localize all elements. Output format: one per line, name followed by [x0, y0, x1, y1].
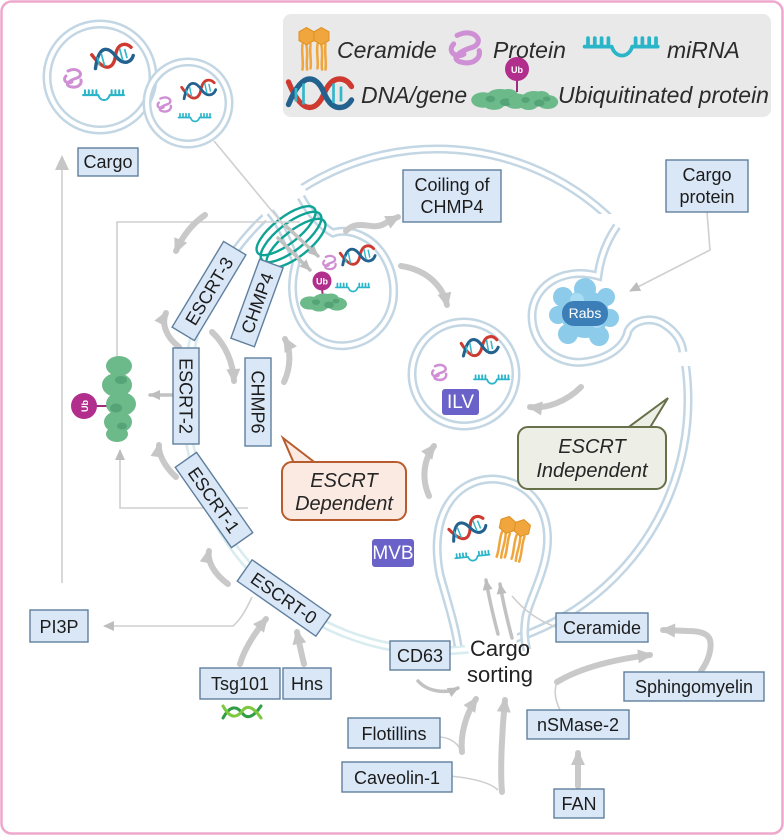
- line-caveolin: [449, 775, 499, 791]
- ilv-badge: [442, 389, 479, 415]
- svg-text:Cargo: Cargo: [470, 636, 530, 661]
- svg-text:Cargo: Cargo: [682, 165, 731, 185]
- cargo-sorting-text: Cargo sorting: [467, 636, 533, 687]
- svg-text:Flotillins: Flotillins: [361, 724, 426, 744]
- svg-text:CHMP4: CHMP4: [420, 197, 483, 217]
- line-vesicle-to-neck: [213, 140, 287, 229]
- bubble-escrt-independent: ESCRT Independent: [517, 397, 669, 490]
- ubiquitinated-protein-icon: Ub: [471, 57, 559, 110]
- label-ceramide: Ceramide: [555, 612, 649, 643]
- budding-vesicle-escrt: [266, 194, 399, 351]
- arrow-into-bud-1: [284, 224, 320, 258]
- rabs-label: Rabs: [569, 305, 602, 321]
- mvb-badge: MVB: [372, 539, 414, 567]
- svg-text:Coiling of: Coiling of: [414, 175, 490, 195]
- label-flotillins: Flotillins: [347, 717, 441, 749]
- arrow-bud-to-ilv: [398, 263, 452, 308]
- svg-text:ESCRT-2: ESCRT-2: [176, 358, 196, 434]
- arrow-sorting-into-bud-1: [482, 578, 500, 636]
- mvb-badge-label: MVB: [372, 543, 413, 564]
- arrow-to-coiling-label: [343, 214, 401, 234]
- arrow-escrt1-to-escrt2: [150, 442, 179, 480]
- rabs-protein: Rabs: [549, 278, 619, 346]
- svg-text:CHMP6: CHMP6: [248, 370, 268, 433]
- label-sphingomyelin: Sphingomyelin: [623, 671, 765, 702]
- ub-circle: [71, 393, 97, 419]
- ub-tag: Ub: [511, 65, 523, 75]
- svg-text:Caveolin-1: Caveolin-1: [354, 768, 440, 788]
- svg-text:ESCRT: ESCRT: [558, 436, 627, 458]
- arrow-flotillins-up: [458, 696, 479, 755]
- arrow-membrane-to-escrt3: [173, 212, 208, 254]
- svg-text:Tsg101: Tsg101: [211, 674, 269, 694]
- svg-text:Dependent: Dependent: [295, 493, 394, 515]
- invagination-rabs: [527, 223, 688, 367]
- tsg101-gene-icon: [221, 704, 263, 720]
- label-tsg101: Tsg101: [199, 667, 281, 700]
- bud-contents: Ub: [300, 243, 378, 312]
- arrow-sorting-into-bud-2: [496, 582, 514, 640]
- legend: Ceramide Protein miRNA DNA/gene Ub Ubiqu…: [283, 14, 771, 117]
- arrow-chmp4-to-chmp6: [209, 329, 241, 384]
- svg-text:sorting: sorting: [467, 662, 533, 687]
- rabs-badge: [562, 301, 608, 326]
- arrow-bottombud-to-ilv: [421, 443, 437, 499]
- svg-text:protein: protein: [679, 187, 734, 207]
- label-coiling-of-chmp4: Coiling of CHMP4: [402, 169, 502, 223]
- ub-tag: Ub: [316, 277, 328, 287]
- svg-text:Hns: Hns: [291, 674, 323, 694]
- bubble-escrt-dependent: ESCRT Dependent: [280, 434, 407, 521]
- arrow-cargoprotein-to-rabs: [629, 211, 711, 292]
- svg-text:PI3P: PI3P: [39, 617, 78, 637]
- arrow-hns-to-escrt0: [292, 629, 307, 667]
- legend-label-mirna: miRNA: [667, 37, 740, 63]
- label-fan: FAN: [553, 788, 605, 819]
- ilv-vesicle: ILV: [407, 317, 521, 431]
- ubiquitinated-protein: Ub: [71, 356, 136, 442]
- ilv-badge-label: ILV: [447, 392, 474, 413]
- label-cd63: CD63: [389, 640, 451, 671]
- label-hns: Hns: [282, 667, 332, 700]
- label-pi3p: PI3P: [29, 609, 89, 643]
- legend-label-ubprotein: Ubiquitinated protein: [558, 82, 769, 108]
- arrow-caveolin-up: [496, 697, 511, 795]
- svg-text:Cargo: Cargo: [83, 152, 132, 172]
- arrow-escrt2-to-escrt3: [154, 310, 182, 350]
- svg-text:CD63: CD63: [397, 646, 443, 666]
- arrow-cd63-to-sorting: [416, 679, 460, 697]
- arrow-escrt0-to-escrt1: [199, 548, 231, 587]
- arrow-tsg101-to-escrt0: [237, 616, 269, 667]
- label-chmp6: CHMP6: [244, 357, 272, 447]
- svg-text:ESCRT: ESCRT: [310, 470, 379, 492]
- arrow-nsmase2-to-ceramide: [554, 649, 653, 685]
- svg-text:nSMase-2: nSMase-2: [537, 715, 619, 735]
- svg-text:FAN: FAN: [561, 794, 596, 814]
- ub-tag: Ub: [80, 400, 90, 412]
- arrow-into-bud-2: [276, 236, 312, 272]
- ub-circle: [312, 271, 332, 291]
- legend-label-dna: DNA/gene: [361, 82, 467, 108]
- arrows: [55, 140, 714, 795]
- legend-label-protein: Protein: [493, 37, 566, 63]
- svg-text:Independent: Independent: [536, 460, 649, 482]
- cargo-vesicle-small: [142, 57, 234, 149]
- svg-text:Sphingomyelin: Sphingomyelin: [635, 677, 753, 697]
- legend-label-ceramide: Ceramide: [337, 37, 437, 63]
- label-nsmase2: nSMase-2: [526, 709, 630, 740]
- label-caveolin1: Caveolin-1: [341, 761, 453, 793]
- arrow-to-pi3p: [103, 596, 253, 631]
- label-cargo-protein: Cargo protein: [665, 159, 749, 213]
- line-ubprotein-to-neck: [116, 221, 300, 388]
- svg-text:Ceramide: Ceramide: [563, 618, 641, 638]
- label-cargo: Cargo: [77, 147, 139, 177]
- line-ceramide-to-neck: [511, 595, 557, 628]
- arrow-rabs-to-ilv: [527, 384, 584, 416]
- label-escrt2: ESCRT-2: [172, 347, 200, 445]
- arrow-sphingomyelin-to-ceramide: [660, 623, 714, 674]
- arrow-chmp6-up: [281, 336, 297, 385]
